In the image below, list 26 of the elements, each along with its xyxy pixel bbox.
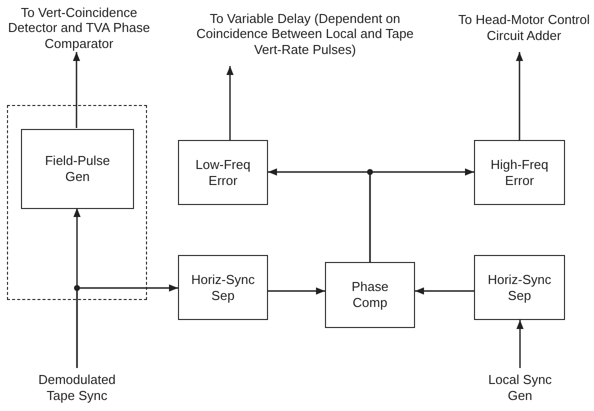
arrow xyxy=(226,66,234,140)
caption-text: Demodulated Tape Sync xyxy=(37,372,117,404)
process-box xyxy=(178,140,268,205)
arrow xyxy=(76,284,178,368)
arrow xyxy=(415,287,474,295)
dashed-group-box xyxy=(7,105,147,300)
caption-text: Local Sync Gen xyxy=(487,372,553,404)
arrow xyxy=(369,168,474,262)
arrow xyxy=(516,320,524,368)
arrow xyxy=(268,287,325,295)
caption-text: To Vert-Coincidence Detector and TVA Phase Comparator xyxy=(7,4,151,52)
box-label: High-Freq Error xyxy=(490,156,550,188)
process-box xyxy=(325,262,415,328)
box-label: Horiz-Sync Sep xyxy=(190,272,256,304)
arrow xyxy=(72,52,80,128)
arrow xyxy=(516,52,524,140)
box-label: Phase Comp xyxy=(350,279,390,311)
process-box xyxy=(474,255,565,320)
caption-text: To Head-Motor Control Circuit Adder xyxy=(457,12,591,44)
process-box xyxy=(21,129,134,209)
process-box xyxy=(178,255,268,320)
caption-text: To Variable Delay (Dependent on Coincidence Between Local and Tape Vert-Rate Pulses) xyxy=(195,10,415,58)
box-label: Field-Pulse Gen xyxy=(44,153,112,185)
process-box xyxy=(474,140,565,205)
box-label: Low-Freq Error xyxy=(194,156,252,188)
box-label: Horiz-Sync Sep xyxy=(486,272,552,304)
